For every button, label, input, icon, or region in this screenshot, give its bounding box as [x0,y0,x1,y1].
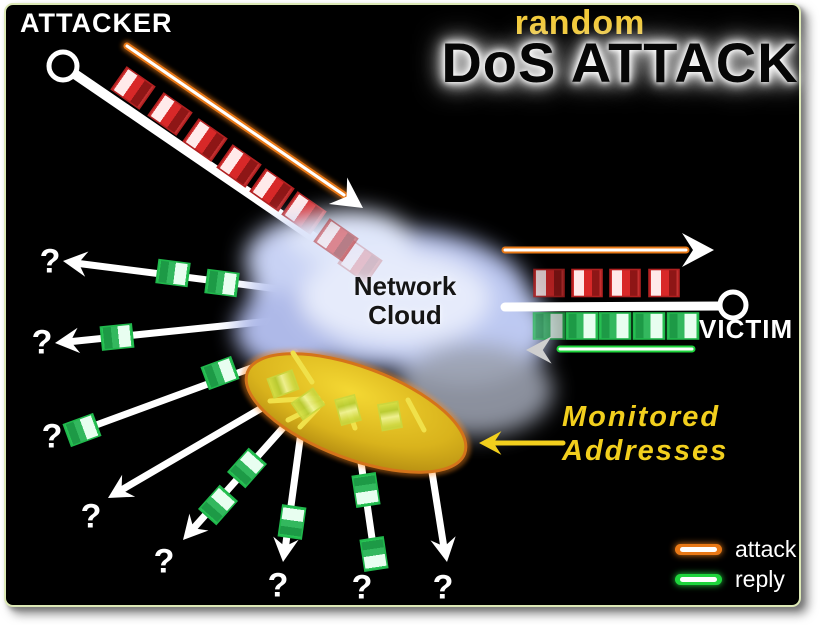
reply-line-icon-core [680,576,717,582]
attacker-label: ATTACKER [20,8,173,38]
monitored-addresses-label: Monitored Addresses [562,400,728,468]
question-mark-5: ? [153,542,175,581]
attack-line-icon [675,543,722,555]
victim-label: VICTIM [699,314,794,344]
question-mark-4: ? [80,497,102,536]
question-mark-7: ? [351,568,373,607]
question-mark-3: ? [41,417,63,456]
legend-row-reply: reply [675,564,796,594]
attack-line-icon-core [680,546,717,552]
network-cloud-label-line2: Cloud [368,300,442,330]
title-qualifier: random [514,4,646,42]
monitored-label-line1: Monitored [562,401,721,433]
question-mark-1: ? [39,242,61,281]
question-mark-8: ? [432,568,454,607]
network-cloud-label: Network Cloud [330,272,480,330]
page-title: DoS ATTACK [441,31,799,94]
legend-row-attack: attack [675,534,796,564]
network-cloud-label-line1: Network [353,271,457,301]
reply-line-icon [675,573,722,585]
monitored-label-line2: Addresses [562,435,729,467]
legend: attack reply [675,534,796,594]
question-mark-2: ? [31,323,53,362]
question-mark-6: ? [267,566,289,605]
legend-attack-label: attack [735,535,797,562]
legend-reply-label: reply [735,565,785,592]
